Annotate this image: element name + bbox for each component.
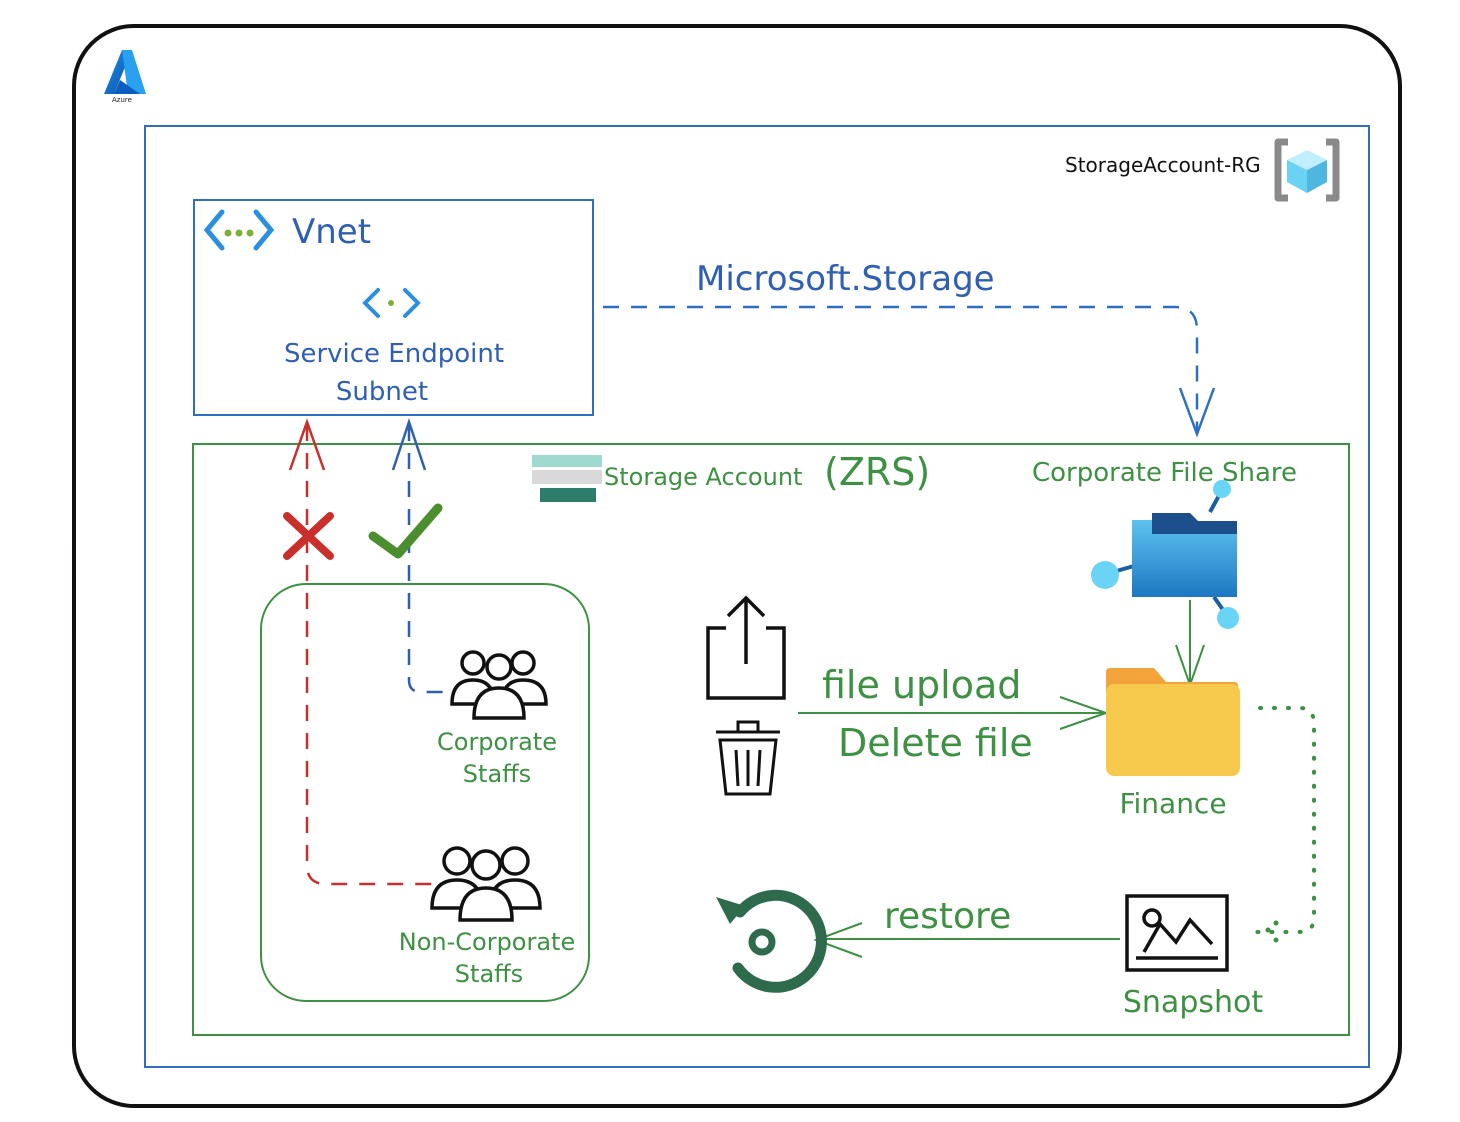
file-share-icon bbox=[1091, 480, 1239, 629]
file-share-label: Corporate File Share bbox=[1032, 458, 1297, 488]
finance-folder-label: Finance bbox=[1119, 787, 1226, 820]
storage-account-box bbox=[192, 443, 1350, 1036]
noncorporate-staff-icon bbox=[430, 846, 542, 922]
snapshot-arrowhead bbox=[1265, 920, 1279, 943]
snapshot-label: Snapshot bbox=[1123, 985, 1263, 1020]
subnet-label-line1: Service Endpoint bbox=[284, 339, 504, 369]
vnet-box bbox=[193, 199, 594, 416]
delete-file-label: Delete file bbox=[838, 721, 1033, 765]
service-endpoint-label: Microsoft.Storage bbox=[696, 259, 995, 299]
noncorp-denied-connector bbox=[305, 425, 436, 886]
corp-allowed-arrowhead bbox=[391, 418, 427, 471]
corporate-staff-label-line1: Corporate bbox=[437, 728, 557, 756]
restore-label: restore bbox=[884, 896, 1011, 937]
vnet-icon bbox=[203, 209, 275, 251]
resource-group-box bbox=[144, 125, 1370, 1068]
subnet-icon bbox=[362, 288, 421, 318]
storage-account-label: Storage Account bbox=[604, 463, 802, 491]
service-endpoint-arrowhead bbox=[1178, 387, 1216, 438]
corporate-staff-icon bbox=[450, 650, 548, 720]
corporate-staff-label-line2: Staffs bbox=[463, 760, 531, 788]
upload-icon bbox=[706, 595, 786, 700]
storage-account-icon bbox=[532, 455, 602, 502]
snapshot-icon bbox=[1125, 894, 1229, 972]
vnet-title: Vnet bbox=[292, 212, 371, 252]
service-endpoint-connector bbox=[603, 305, 1199, 432]
allowed-check-icon bbox=[368, 503, 443, 559]
subnet-label-line2: Subnet bbox=[336, 377, 428, 407]
staff-groups-box bbox=[260, 583, 590, 1002]
azure-logo-caption: Azure bbox=[112, 96, 132, 104]
finance-folder-icon bbox=[1106, 668, 1240, 776]
restore-icon bbox=[716, 889, 827, 993]
resource-group-label: StorageAccount-RG bbox=[1065, 153, 1261, 177]
azure-logo-icon bbox=[104, 50, 146, 94]
trash-icon bbox=[716, 720, 780, 796]
corp-allowed-connector bbox=[407, 425, 456, 694]
storage-account-redundancy: (ZRS) bbox=[824, 450, 930, 494]
resource-group-icon bbox=[1274, 138, 1340, 202]
noncorporate-staff-label-line1: Non-Corporate bbox=[399, 928, 575, 956]
file-upload-label: file upload bbox=[822, 663, 1021, 707]
noncorporate-staff-label-line2: Staffs bbox=[455, 960, 523, 988]
denied-x-icon bbox=[283, 512, 334, 560]
noncorp-denied-arrowhead bbox=[288, 418, 326, 471]
